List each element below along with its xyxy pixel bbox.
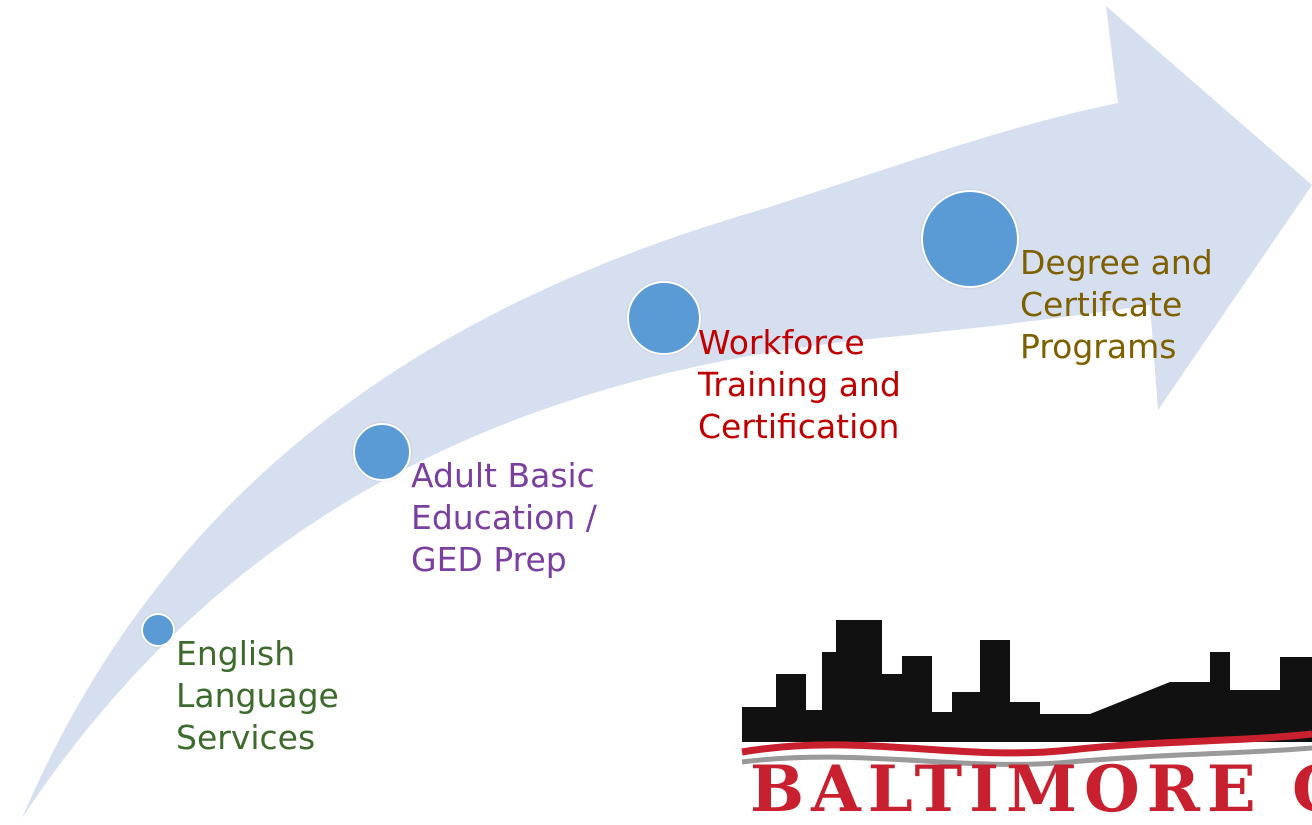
step-label-line: GED Prep (411, 540, 567, 579)
step-label-line: Training and (698, 365, 901, 404)
step-label-line: Programs (1020, 327, 1177, 366)
step-dot-degree (921, 190, 1019, 288)
red-swoosh-stripe (741, 730, 1312, 757)
step-label-line: English (176, 634, 296, 673)
step-label-workforce: Workforce Training and Certification (698, 322, 901, 448)
step-label-line: Workforce (698, 323, 865, 362)
city-skyline-silhouette (742, 620, 1312, 742)
step-dot-english (141, 613, 175, 647)
step-label-line: Education / (411, 498, 597, 537)
step-label-line: Degree and (1020, 243, 1213, 282)
step-label-adult-basic: Adult Basic Education / GED Prep (411, 455, 597, 581)
gray-swoosh-stripe (741, 745, 1312, 767)
step-label-line: Services (176, 718, 316, 757)
step-label-line: Certifcate (1020, 285, 1183, 324)
step-label-line: Language (176, 676, 339, 715)
step-dot-workforce (627, 281, 701, 355)
step-label-line: Certification (698, 407, 900, 446)
baltimore-city-logo: BALTIMORE CIT (740, 612, 1312, 825)
logo-wordmark: BALTIMORE CIT (750, 752, 1312, 825)
step-dot-adult-basic (353, 423, 411, 481)
step-label-line: Adult Basic (411, 456, 595, 495)
skyline-graphic (741, 620, 1312, 767)
step-label-degree: Degree and Certifcate Programs (1020, 242, 1213, 368)
step-label-english: English Language Services (176, 633, 339, 759)
